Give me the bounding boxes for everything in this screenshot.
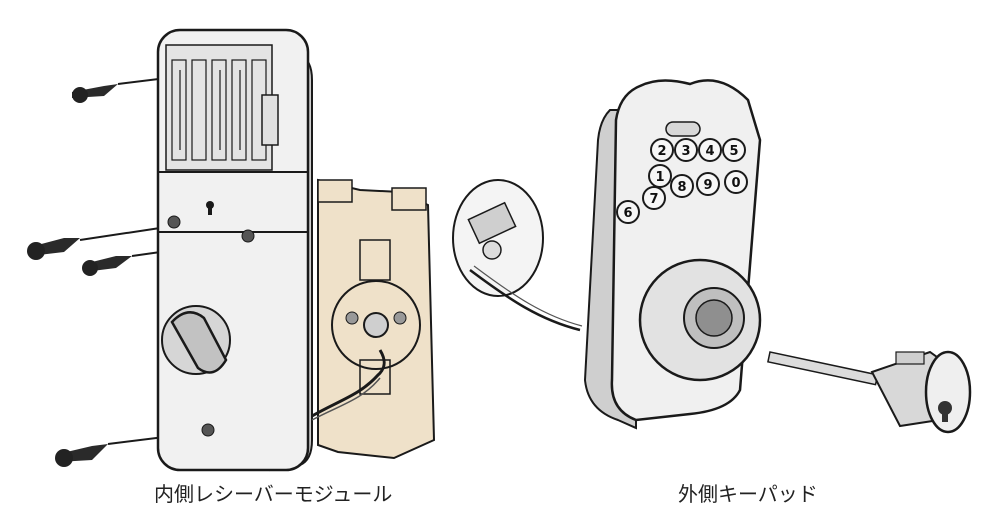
keypad-key-9 <box>696 172 720 196</box>
caption-outside-keypad: 外側キーパッド <box>678 482 818 506</box>
keypad-key-label: 2 <box>657 144 666 159</box>
connector-cable <box>311 349 386 418</box>
tailpiece <box>767 351 879 386</box>
keypad-key-5 <box>722 138 746 162</box>
keypad-key-label: 0 <box>731 176 740 191</box>
keypad-key-4 <box>698 138 722 162</box>
keypad-key-label: 7 <box>649 192 658 207</box>
inside-receiver-module <box>156 28 313 472</box>
spindle-hole <box>363 312 389 338</box>
keypad-key-6 <box>616 200 640 224</box>
keyway <box>938 401 952 415</box>
key-cylinder <box>767 350 972 434</box>
keypad-key-7 <box>642 186 666 210</box>
keypad-key-label: 1 <box>655 170 664 185</box>
keypad-key-label: 6 <box>623 206 632 221</box>
keypad-key-label: 5 <box>729 144 738 159</box>
screw-mid-1 <box>27 227 161 260</box>
keypad-key-label: 3 <box>681 144 690 159</box>
keypad-key-label: 9 <box>703 178 712 193</box>
keypad-key-label: 8 <box>677 180 686 195</box>
keypad-key-0 <box>724 170 748 194</box>
keypad-key-8 <box>670 174 694 198</box>
battery-compartment <box>171 59 267 161</box>
outside-keypad <box>583 79 762 430</box>
keypad-key-1 <box>648 164 672 188</box>
caption-inside-module: 内側レシーバーモジュール <box>154 482 393 506</box>
keypad-key-3 <box>674 138 698 162</box>
keypad-key-label: 4 <box>705 144 714 159</box>
connector-detail-callout <box>452 179 583 332</box>
keypad-key-2 <box>650 138 674 162</box>
mounting-plate <box>317 178 436 460</box>
thumb-turn <box>161 305 231 375</box>
